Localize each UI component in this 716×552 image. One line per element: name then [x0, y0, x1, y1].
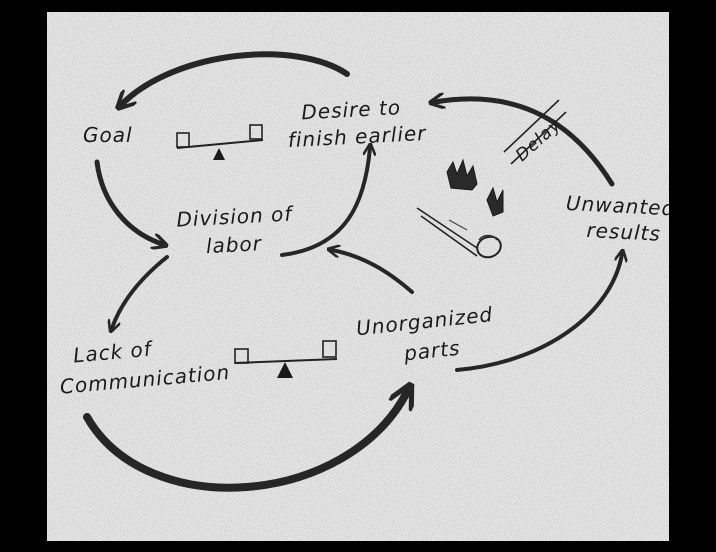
arrow-goal-to-division: [94, 159, 162, 244]
falling-object-icon: [416, 158, 504, 259]
arrow-division-to-desire: [280, 148, 370, 257]
arrow-desire-to-goal: [122, 51, 350, 104]
node-lack: Lack of Communication: [59, 337, 231, 399]
node-unwanted-line-2: results: [586, 218, 662, 246]
node-lack-line-1: Lack of: [72, 337, 154, 368]
node-unwanted-line-1: Unwanted: [565, 191, 669, 221]
arrow-division-to-lack: [112, 255, 169, 328]
sketch-paper: Delay Goal: [47, 12, 669, 541]
node-unorganized-line-1: Unorganized: [355, 302, 494, 340]
node-division-line-2: labor: [205, 231, 263, 258]
node-desire-line-2: finish earlier: [287, 121, 428, 152]
causal-loop-diagram: Delay Goal: [59, 51, 669, 492]
node-unwanted: Unwanted results: [565, 191, 669, 246]
node-division: Division of labor: [176, 201, 295, 258]
balance-scale-icon: [176, 124, 264, 160]
node-division-line-1: Division of: [176, 201, 295, 231]
balance-scale-icon: [234, 340, 338, 378]
arrow-unorganized-to-unwanted: [455, 254, 622, 372]
node-desire: Desire to finish earlier: [287, 95, 428, 152]
paper-texture: [47, 12, 669, 541]
delay-label: Delay: [512, 115, 565, 166]
arrow-unorganized-to-division: [332, 250, 414, 294]
node-goal: Goal: [83, 123, 133, 147]
arrow-unwanted-to-desire: [435, 99, 615, 187]
node-unorganized-line-2: parts: [402, 336, 462, 366]
node-desire-line-1: Desire to: [301, 95, 402, 124]
node-unorganized: Unorganized parts: [355, 302, 494, 366]
arrow-lack-to-unorganized: [83, 392, 407, 492]
node-goal-label: Goal: [83, 123, 133, 147]
